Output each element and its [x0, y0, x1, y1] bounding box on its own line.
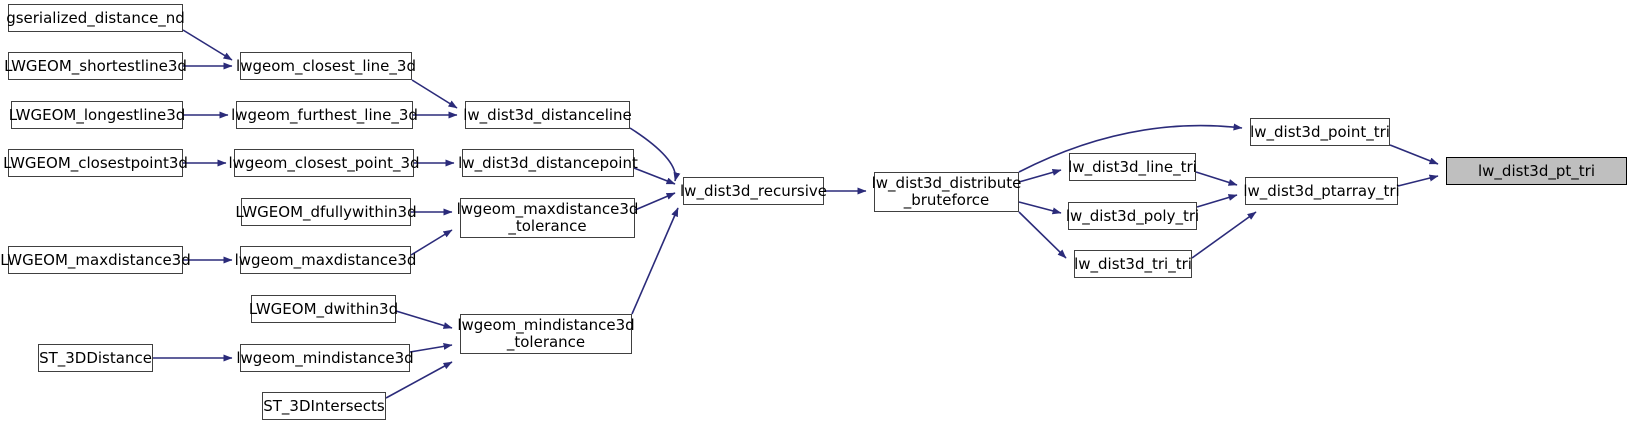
node-lwgeom_maxdistance3d[interactable]: lwgeom_maxdistance3d — [235, 246, 416, 274]
node-lw_dist3d_pt_tri[interactable]: lw_dist3d_pt_tri — [1446, 157, 1627, 185]
node-lw_dist3d_distanceline[interactable]: lw_dist3d_distanceline — [463, 101, 632, 129]
node-lwgeom_closest_line_3d[interactable]: lwgeom_closest_line_3d — [236, 52, 416, 80]
node-LWGEOM_shortestline3d[interactable]: LWGEOM_shortestline3d — [4, 52, 187, 80]
edge-lw_dist3d_tri_tri-to-lw_dist3d_ptarray_tri — [1191, 211, 1257, 259]
edge-lw_dist3d_poly_tri-to-lw_dist3d_ptarray_tri — [1196, 194, 1238, 208]
edge-lw_dist3d_line_tri-to-lw_dist3d_ptarray_tri — [1195, 171, 1238, 186]
node-ST_3DDistance[interactable]: ST_3DDistance — [38, 344, 153, 372]
node-LWGEOM_dwithin3d[interactable]: LWGEOM_dwithin3d — [249, 295, 398, 323]
node-lwgeom_maxdistance3d_tolerance[interactable]: lwgeom_maxdistance3d _tolerance — [457, 198, 638, 238]
node-lw_dist3d_distribute_bruteforce[interactable]: lw_dist3d_distribute _bruteforce — [872, 172, 1021, 212]
node-lwgeom_mindistance3d_tolerance[interactable]: lwgeom_mindistance3d _tolerance — [457, 314, 635, 354]
node-lwgeom_furthest_line_3d[interactable]: lwgeom_furthest_line_3d — [231, 101, 418, 129]
edge-lw_dist3d_ptarray_tri-to-lw_dist3d_pt_tri — [1397, 174, 1439, 187]
edge-lwgeom_closest_line_3d-to-lw_dist3d_distanceline — [411, 79, 458, 109]
node-LWGEOM_longestline3d[interactable]: LWGEOM_longestline3d — [9, 101, 185, 129]
edge-lw_dist3d_distribute_bruteforce-to-lw_dist3d_tri_tri — [1018, 211, 1067, 259]
node-gserialized_distance_nd[interactable]: gserialized_distance_nd — [6, 4, 185, 32]
node-ST_3DIntersects[interactable]: ST_3DIntersects — [262, 392, 386, 420]
edge-gserialized_distance_nd-to-lwgeom_closest_line_3d — [182, 29, 233, 61]
node-lwgeom_mindistance3d[interactable]: lwgeom_mindistance3d — [236, 344, 414, 372]
node-LWGEOM_maxdistance3d[interactable]: LWGEOM_maxdistance3d — [0, 246, 191, 274]
node-lw_dist3d_line_tri[interactable]: lw_dist3d_line_tri — [1068, 153, 1197, 181]
edge-lwgeom_mindistance3d-to-lwgeom_mindistance3d_tolerance — [409, 342, 453, 353]
node-lwgeom_closest_point_3d[interactable]: lwgeom_closest_point_3d — [228, 149, 420, 177]
node-LWGEOM_closestpoint3d[interactable]: LWGEOM_closestpoint3d — [3, 149, 188, 177]
edge-lwgeom_maxdistance3d_tolerance-to-lw_dist3d_recursive — [634, 192, 676, 211]
node-lw_dist3d_point_tri[interactable]: lw_dist3d_point_tri — [1250, 118, 1390, 146]
node-lw_dist3d_poly_tri[interactable]: lw_dist3d_poly_tri — [1066, 202, 1199, 230]
node-lw_dist3d_distancepoint[interactable]: lw_dist3d_distancepoint — [458, 149, 638, 177]
node-lw_dist3d_recursive[interactable]: lw_dist3d_recursive — [680, 177, 827, 205]
node-lw_dist3d_tri_tri[interactable]: lw_dist3d_tri_tri — [1074, 250, 1192, 278]
edge-lw_dist3d_point_tri-to-lw_dist3d_pt_tri — [1389, 144, 1439, 165]
edge-lwgeom_mindistance3d_tolerance-to-lw_dist3d_recursive — [631, 207, 679, 315]
edge-LWGEOM_dwithin3d-to-lwgeom_mindistance3d_tolerance — [395, 310, 453, 329]
edge-lw_dist3d_distancepoint-to-lw_dist3d_recursive — [633, 167, 676, 185]
node-lw_dist3d_ptarray_tri[interactable]: lw_dist3d_ptarray_tri — [1243, 177, 1400, 205]
edge-lw_dist3d_distribute_bruteforce-to-lw_dist3d_poly_tri — [1018, 201, 1062, 215]
node-LWGEOM_dfullywithin3d[interactable]: LWGEOM_dfullywithin3d — [235, 198, 417, 226]
edge-lw_dist3d_distribute_bruteforce-to-lw_dist3d_line_tri — [1018, 168, 1062, 183]
edge-lwgeom_maxdistance3d-to-lwgeom_maxdistance3d_tolerance — [410, 229, 453, 256]
